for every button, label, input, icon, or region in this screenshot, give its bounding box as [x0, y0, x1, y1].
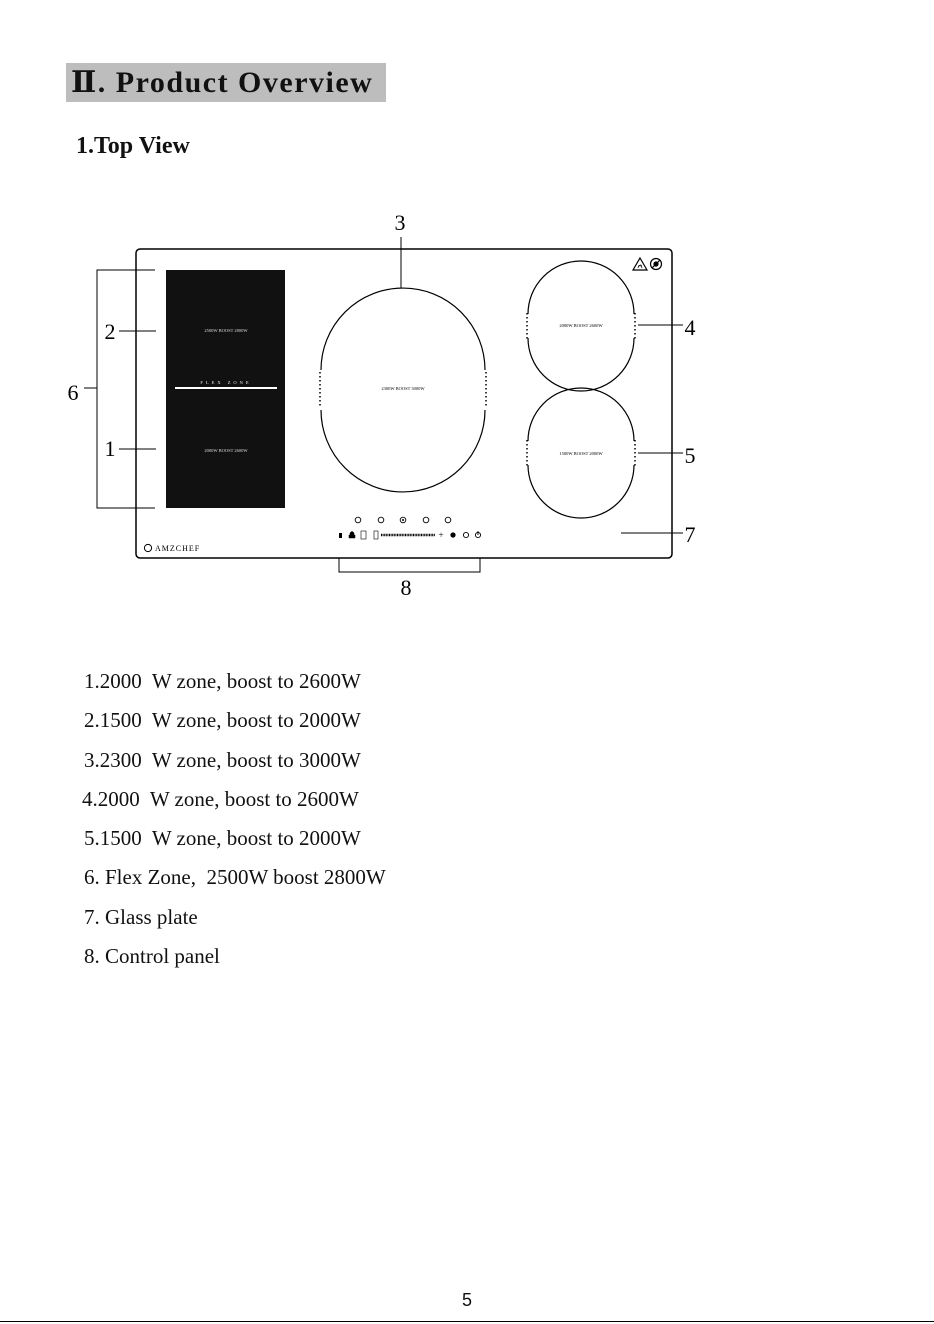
zone-selector-icon — [377, 516, 385, 524]
component-legend: 1.2000 W zone, boost to 2600W 2.1500 W z… — [82, 668, 386, 982]
legend-item: 4.2000 W zone, boost to 2600W — [82, 786, 359, 811]
zone-selector-icon — [422, 516, 430, 524]
callout-8: 8 — [401, 575, 412, 600]
callout-2: 2 — [105, 319, 116, 344]
subsection-title: 1.Top View — [76, 133, 190, 159]
page-number: 5 — [461, 1290, 472, 1310]
no-pacemaker-icon — [649, 257, 663, 271]
footer-rule — [0, 1321, 934, 1322]
hot-surface-warning-icon — [631, 256, 649, 271]
legend-item: 5.1500 W zone, boost to 2000W — [84, 826, 361, 851]
legend-item: 7. Glass plate — [84, 904, 198, 929]
brand-logo-text: AMZCHEF — [155, 544, 200, 553]
legend-item: 3.2300 W zone, boost to 3000W — [84, 747, 361, 772]
timer-icon — [462, 531, 470, 539]
center-zone-outline-lower — [320, 409, 486, 493]
power-display-icon — [373, 530, 379, 540]
zone-selector-row — [354, 516, 452, 524]
legend-item: 6. Flex Zone, 2500W boost 2800W — [84, 865, 386, 890]
zone-selector-icon — [444, 516, 452, 524]
bottom-right-zone-outline — [527, 387, 635, 442]
callout-7: 7 — [685, 522, 696, 547]
top-right-zone-label: 2000W BOOST 2600W — [559, 323, 603, 328]
flex-zone-bottom-label: 2000W BOOST 2600W — [204, 448, 248, 453]
center-zone-outline — [320, 287, 486, 371]
legend-item: 8. Control panel — [84, 944, 220, 969]
lock-icon — [348, 531, 356, 539]
flex-zone-mid-label: FLEX ZONE — [200, 380, 251, 385]
top-right-zone-outline — [527, 260, 635, 315]
callout-4: 4 — [685, 315, 696, 340]
legend-item: 2.1500 W zone, boost to 2000W — [84, 708, 361, 733]
zone-selector-icon — [354, 516, 362, 524]
timer-display-icon — [360, 530, 367, 540]
boost-icon — [450, 532, 456, 538]
callout-6: 6 — [68, 380, 79, 405]
bottom-right-zone-outline-lower — [527, 464, 635, 519]
callout-1: 1 — [105, 436, 116, 461]
flex-zone-top-label: 2500W BOOST 2800W — [204, 328, 248, 333]
bottom-right-zone-label: 1500W BOOST 2000W — [559, 451, 603, 456]
plus-icon: + — [438, 530, 443, 540]
control-row: + — [339, 530, 482, 540]
callout-3: 3 — [395, 210, 406, 235]
zone-selector-icon — [399, 516, 407, 524]
cooktop-top-view-diagram: 2500W BOOST 2800W FLEX ZONE 2000W BOOST … — [68, 210, 696, 600]
callout-5: 5 — [685, 443, 696, 468]
top-right-zone-outline-lower — [527, 337, 635, 392]
bridge-icon — [339, 533, 342, 538]
center-zone-label: 2300W BOOST 3000W — [381, 386, 425, 391]
section-title: Ⅱ. Product Overview — [66, 63, 386, 102]
brand-logo: AMZCHEF — [143, 543, 200, 553]
glass-plate — [135, 248, 673, 559]
legend-item: 1.2000 W zone, boost to 2600W — [84, 669, 361, 693]
